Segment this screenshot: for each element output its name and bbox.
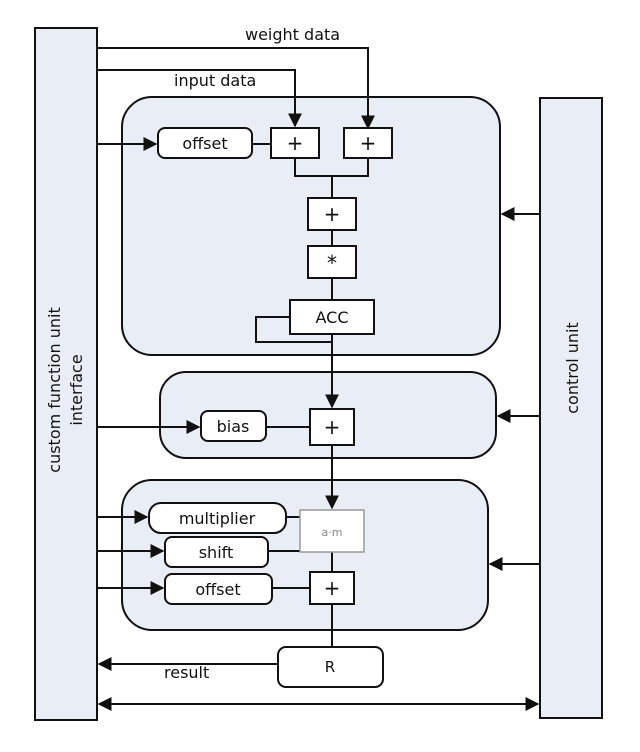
multiplier-text: multiplier: [179, 509, 256, 528]
control-unit-label: control unit: [563, 322, 582, 414]
weight-data-label: weight data: [245, 25, 340, 44]
control-unit-label-text: control unit: [563, 322, 582, 414]
acc-text: ACC: [315, 308, 348, 327]
mul-text: *: [327, 251, 337, 275]
cfu-interface-label-line1: custom function unit: [45, 307, 64, 472]
result-register-box: [277, 646, 384, 688]
acc-feedback-line: [255, 316, 332, 343]
add-out-box: [309, 571, 355, 605]
add-mid-text: +: [324, 202, 341, 226]
result-label: result: [164, 663, 209, 682]
cfu-interface-label-line2: interface: [67, 354, 86, 425]
shift-text: shift: [199, 543, 234, 562]
add-weight-box: [343, 127, 393, 159]
add-bias-text: +: [324, 415, 341, 439]
offset-top-text: offset: [182, 134, 227, 153]
offset-top-box: [157, 127, 253, 159]
add-weight-text: +: [360, 131, 377, 155]
acc-box: [289, 299, 375, 335]
shift-box: [164, 536, 269, 568]
add-out-text: +: [324, 576, 341, 600]
offset-bottom-text: offset: [195, 580, 240, 599]
cfu-interface-bar: [34, 27, 98, 721]
mul-box: [307, 245, 357, 279]
requant-text: a·m: [322, 526, 343, 539]
offset-bottom-box: [164, 573, 273, 605]
input-data-line: [97, 69, 302, 128]
add-input-box: [270, 127, 320, 159]
multiplier-box: [148, 502, 287, 534]
input-data-label: input data: [174, 71, 256, 90]
add-bias-box: [309, 408, 355, 446]
result-register-text: R: [325, 658, 335, 676]
weight-data-line: [97, 47, 375, 130]
requant-box: [299, 509, 365, 553]
cfu-interface-label: custom function unit interface: [45, 307, 86, 472]
bias-text: bias: [217, 417, 250, 436]
bias-box: [200, 410, 267, 442]
control-unit-bar: [539, 97, 603, 719]
add-input-text: +: [287, 131, 304, 155]
add-mid-box: [307, 197, 357, 231]
